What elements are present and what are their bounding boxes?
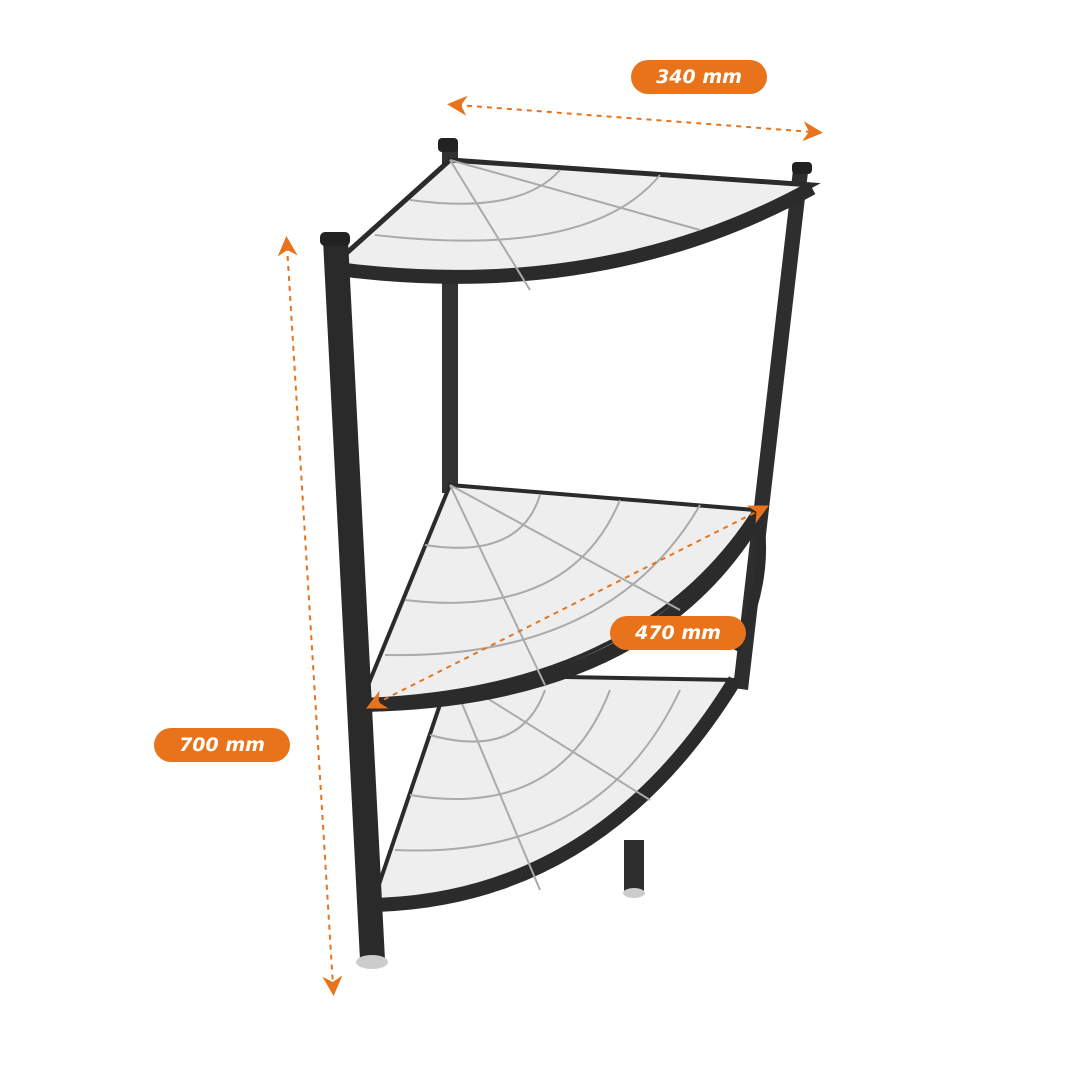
width-arrow: [447, 95, 823, 142]
left-foot: [356, 955, 388, 969]
depth-label: 470 mm: [610, 616, 746, 650]
depth-arrow: [366, 505, 769, 709]
left-post: [323, 240, 385, 960]
height-arrow: [277, 236, 343, 996]
right-post: [733, 170, 808, 690]
bottom-shelf: [369, 672, 741, 912]
right-foot: [624, 840, 644, 892]
height-label: 700 mm: [154, 728, 290, 762]
width-label: 340 mm: [631, 60, 767, 94]
top-shelf: [324, 157, 821, 291]
middle-shelf: [358, 482, 767, 712]
